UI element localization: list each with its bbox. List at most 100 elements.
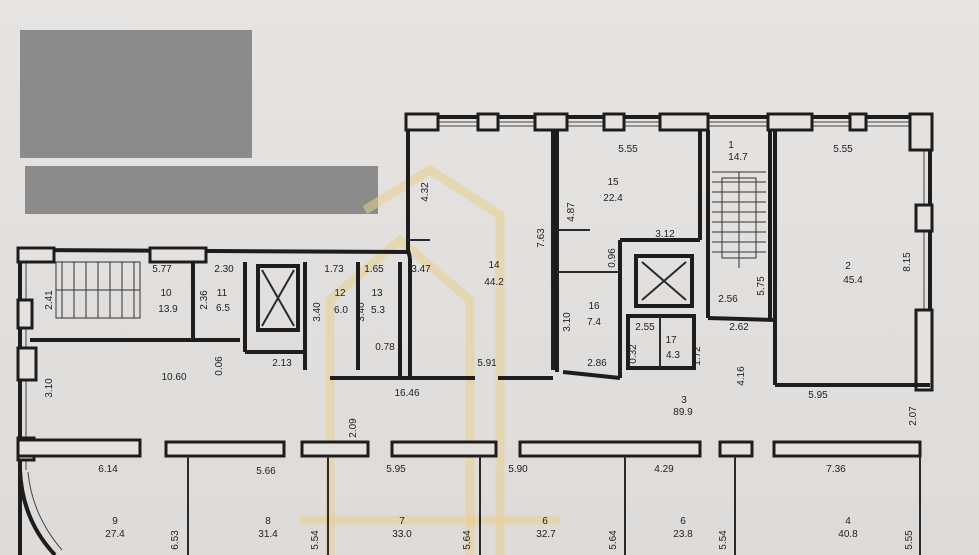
room-label-17: 17 4.3 [665, 335, 680, 361]
room-area: 27.4 [105, 529, 125, 540]
dimension-label: 2.13 [272, 358, 292, 369]
room-label-15: 15 22.4 [603, 177, 623, 204]
stairs-icon [55, 261, 141, 319]
dimension-label: 5.95 [808, 390, 828, 401]
room-label-12: 12 6.0 [334, 288, 348, 316]
dimension-label: 3.40 [356, 302, 367, 322]
dimension-label: 0.32 [628, 344, 639, 364]
room-label-5: 6 23.8 [673, 516, 693, 540]
room-label-16: 16 7.4 [587, 301, 601, 328]
dimension-label: 6.53 [170, 530, 181, 550]
dimension-labels: 5.55 5.55 4.32 4.87 7.63 3.12 0.96 8.15 … [44, 144, 919, 550]
dimension-label: 1.65 [364, 264, 384, 275]
dimension-label: 4.87 [566, 202, 577, 222]
dimension-label: 4.29 [654, 464, 674, 475]
dimension-label: 3.10 [562, 312, 573, 332]
room-label-7: 7 33.0 [392, 516, 412, 540]
room-area: 6.5 [216, 303, 230, 314]
room-label-8: 8 31.4 [258, 516, 278, 540]
dimension-label: 3.10 [44, 378, 55, 398]
room-area: 23.8 [673, 529, 693, 540]
dimension-label: 1.72 [692, 346, 703, 366]
dimension-label: 5.66 [256, 466, 276, 477]
interior-walls [16, 130, 930, 555]
dimension-label: 5.55 [904, 530, 915, 550]
room-number: 6 [680, 516, 686, 527]
room-label-13: 13 5.3 [371, 288, 385, 316]
dimension-label: 0.78 [375, 342, 395, 353]
dimension-label: 5.64 [462, 530, 473, 550]
room-area: 22.4 [603, 193, 623, 204]
room-label-10: 10 13.9 [158, 288, 178, 315]
room-area: 44.2 [484, 277, 504, 288]
dimension-label: 2.62 [729, 322, 749, 333]
redaction-block-bottom [25, 166, 378, 214]
room-number: 10 [160, 288, 172, 299]
room-label-6: 6 32.7 [536, 516, 556, 540]
dimension-label: 6.14 [98, 464, 118, 475]
room-number: 8 [265, 516, 271, 527]
stairs-icon [712, 171, 766, 268]
dimension-label: 3.12 [655, 229, 675, 240]
room-number: 14 [488, 260, 500, 271]
room-label-1: 1 14.7 [728, 140, 748, 163]
room-area: 13.9 [158, 304, 178, 315]
room-number: 17 [665, 335, 677, 346]
room-area: 33.0 [392, 529, 412, 540]
dimension-label: 2.55 [635, 322, 655, 333]
room-area: 4.3 [666, 350, 680, 361]
dimension-label: 3.47 [411, 264, 431, 275]
dimension-label: 5.64 [608, 530, 619, 550]
dimension-label: 7.63 [536, 228, 547, 248]
dimension-label: 16.46 [394, 388, 419, 399]
room-area: 89.9 [673, 407, 693, 418]
room-area: 5.3 [371, 305, 385, 316]
dimension-label: 5.91 [477, 358, 497, 369]
room-area: 14.7 [728, 152, 748, 163]
room-number: 13 [371, 288, 383, 299]
dimension-label: 5.95 [386, 464, 406, 475]
room-number: 7 [399, 516, 405, 527]
dimension-label: 5.77 [152, 264, 172, 275]
room-number: 4 [845, 516, 851, 527]
watermark-logo [300, 164, 560, 555]
dimension-label: 2.36 [199, 290, 210, 310]
room-area: 32.7 [536, 529, 556, 540]
room-number: 12 [334, 288, 346, 299]
dimension-label: 5.55 [833, 144, 853, 155]
room-number: 2 [845, 261, 851, 272]
dimension-label: 2.30 [214, 264, 234, 275]
room-number: 16 [588, 301, 600, 312]
room-number: 11 [217, 288, 228, 299]
dimension-label: 4.32 [420, 182, 431, 202]
room-label-11: 11 6.5 [216, 288, 230, 314]
room-number: 9 [112, 516, 118, 527]
dimension-label: 5.55 [618, 144, 638, 155]
dimension-label: 2.41 [44, 290, 55, 310]
redaction-block-top [20, 30, 252, 158]
room-area: 7.4 [587, 317, 601, 328]
dimension-label: 8.15 [902, 252, 913, 272]
room-number: 1 [728, 140, 734, 151]
room-area: 31.4 [258, 529, 278, 540]
dimension-label: 2.86 [587, 358, 607, 369]
dimension-label: 2.09 [348, 418, 359, 438]
dimension-label: 2.07 [908, 406, 919, 426]
room-label-2: 2 45.4 [843, 261, 863, 286]
dimension-label: 5.54 [310, 530, 321, 550]
room-label-4: 4 40.8 [838, 516, 858, 540]
dimension-label: 5.90 [508, 464, 528, 475]
dimension-label: 0.06 [214, 356, 225, 376]
room-area: 40.8 [838, 529, 858, 540]
room-number: 6 [542, 516, 548, 527]
dimension-label: 10.60 [161, 372, 186, 383]
room-labels: 1 14.7 2 45.4 3 89.9 4 40.8 6 23.8 6 32.… [105, 140, 863, 540]
room-area: 6.0 [334, 305, 348, 316]
room-label-9: 9 27.4 [105, 516, 125, 540]
room-number: 3 [681, 395, 687, 406]
dimension-label: 0.96 [607, 248, 618, 268]
dimension-label: 7.36 [826, 464, 846, 475]
dimension-label: 2.56 [718, 294, 738, 305]
